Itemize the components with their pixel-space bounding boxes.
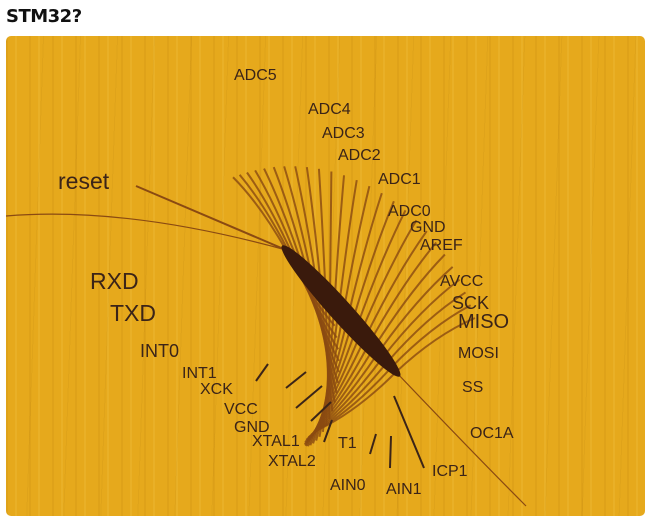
leg xyxy=(333,175,346,304)
label-ain1: AIN1 xyxy=(386,481,422,498)
leg xyxy=(390,304,472,368)
label-mosi: MOSI xyxy=(458,345,499,362)
antenna xyxy=(6,213,287,251)
leg xyxy=(359,219,418,334)
label-adc1: ADC1 xyxy=(378,171,421,188)
label-rxd: RXD xyxy=(90,268,139,294)
leg xyxy=(318,371,397,431)
label-xtal1: XTAL1 xyxy=(252,433,300,450)
label-vcc: VCC xyxy=(224,401,258,418)
leg xyxy=(342,185,371,314)
leg xyxy=(346,192,383,319)
label-avcc: AVCC xyxy=(440,273,484,290)
label-adc5: ADC5 xyxy=(234,67,277,84)
label-icp1: ICP1 xyxy=(432,463,468,480)
centipede-photo: reset RXD TXD INT0 INT1 XCK VCC GND XTAL… xyxy=(6,36,645,516)
leg xyxy=(337,179,358,309)
pointer-line xyxy=(285,371,307,389)
pointer-line xyxy=(369,433,377,455)
label-miso: MISO xyxy=(458,311,510,333)
leg xyxy=(386,291,467,363)
label-txd: TXD xyxy=(110,300,156,326)
label-adc4: ADC4 xyxy=(308,101,351,118)
pointer-line xyxy=(389,435,392,469)
leg xyxy=(238,174,292,256)
leg xyxy=(373,253,446,349)
leg xyxy=(355,209,407,329)
pointer-line xyxy=(295,385,323,409)
leg xyxy=(351,200,395,324)
label-xck: XCK xyxy=(200,381,233,398)
leg xyxy=(232,176,287,251)
label-gnd-right: GND xyxy=(410,219,446,236)
label-ain0: AIN0 xyxy=(330,477,366,494)
label-t1: T1 xyxy=(338,435,357,452)
label-adc0: ADC0 xyxy=(388,203,431,220)
label-adc2: ADC2 xyxy=(338,147,381,164)
pointer-line xyxy=(310,401,332,422)
leg xyxy=(377,266,454,354)
label-int1: INT1 xyxy=(182,365,217,382)
leg xyxy=(368,241,438,344)
pointer-line xyxy=(255,363,269,382)
label-int0: INT0 xyxy=(140,341,180,361)
label-ss: SS xyxy=(462,379,484,396)
label-gnd-left: GND xyxy=(234,419,270,436)
leg xyxy=(329,171,333,299)
label-aref: AREF xyxy=(420,237,463,254)
post-title: STM32? xyxy=(6,6,82,27)
leg xyxy=(382,278,461,358)
leg xyxy=(364,230,428,339)
label-adc3: ADC3 xyxy=(322,125,365,142)
leg xyxy=(395,317,476,373)
pointer-line xyxy=(393,395,425,469)
label-oc1a: OC1A xyxy=(470,425,514,442)
label-sck: SCK xyxy=(452,293,490,313)
antenna xyxy=(135,185,287,251)
centipede-body xyxy=(281,245,401,377)
antenna xyxy=(395,371,527,507)
centipede-illustration xyxy=(6,166,527,507)
pointer-line xyxy=(323,419,333,443)
label-reset: reset xyxy=(58,168,110,194)
label-xtal2: XTAL2 xyxy=(268,453,316,470)
